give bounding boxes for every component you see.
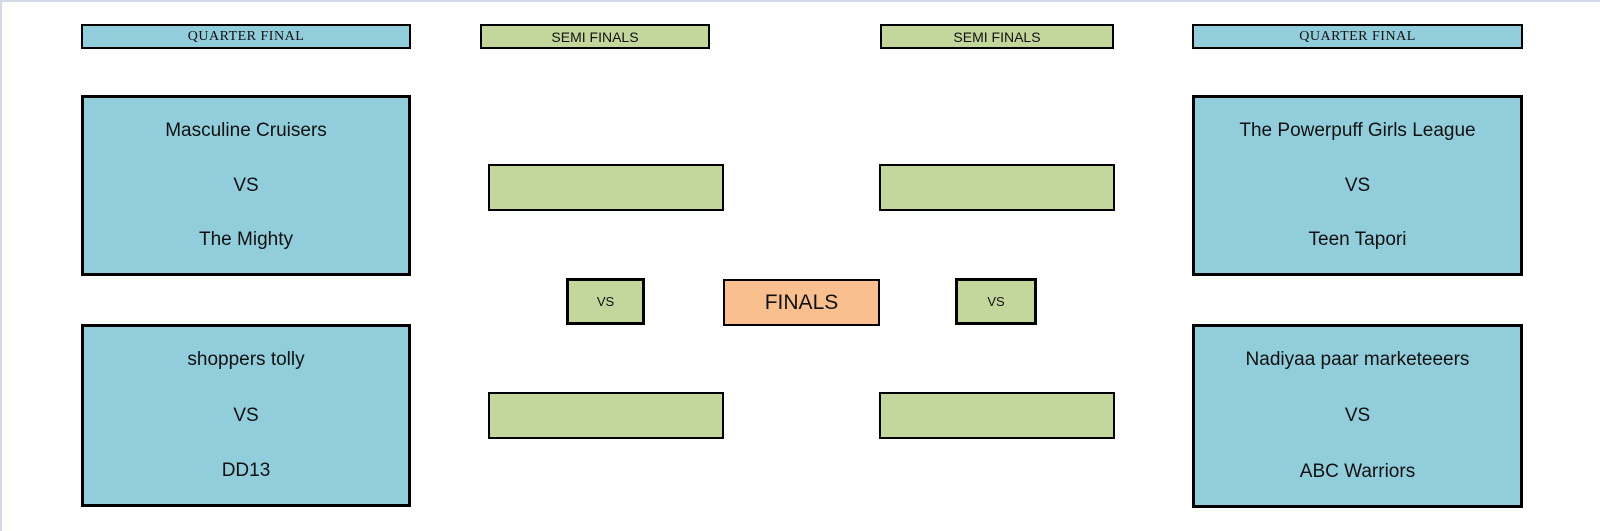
header-semi-finals-right: SEMI FINALS (880, 24, 1114, 49)
team-name: shoppers tolly (187, 349, 305, 370)
team-name: DD13 (221, 460, 271, 482)
team-name: The Powerpuff Girls League (1239, 120, 1476, 141)
vs-label: VS (1344, 174, 1371, 196)
vs-label: VS (1344, 405, 1371, 427)
finals-box: FINALS (723, 279, 880, 326)
team-name: Masculine Cruisers (165, 120, 327, 141)
vs-label: VS (233, 174, 259, 196)
match-box-quarter-final-right-top: The Powerpuff Girls League VS Teen Tapor… (1192, 95, 1523, 276)
semi-final-slot-right-top (879, 164, 1115, 211)
team-name: Nadiyaa paar marketeeers (1245, 349, 1470, 370)
semi-final-slot-left-bottom (488, 392, 724, 439)
team-name: ABC Warriors (1299, 461, 1416, 483)
team-name: The Mighty (199, 229, 293, 251)
header-quarter-final-left: QUARTER FINAL (81, 24, 411, 49)
semi-final-slot-left-top (488, 164, 724, 211)
header-quarter-final-right: QUARTER FINAL (1192, 24, 1523, 49)
semi-final-slot-right-bottom (879, 392, 1115, 439)
semi-final-vs-left: VS (566, 278, 645, 325)
semi-final-vs-right: VS (955, 278, 1037, 325)
vs-label: VS (233, 404, 259, 426)
match-box-quarter-final-left-bottom: shoppers tolly VS DD13 (81, 324, 411, 507)
team-name: Teen Tapori (1308, 229, 1407, 251)
match-box-quarter-final-left-top: Masculine Cruisers VS The Mighty (81, 95, 411, 276)
header-semi-finals-left: SEMI FINALS (480, 24, 710, 49)
match-box-quarter-final-right-bottom: Nadiyaa paar marketeeers VS ABC Warriors (1192, 324, 1523, 508)
